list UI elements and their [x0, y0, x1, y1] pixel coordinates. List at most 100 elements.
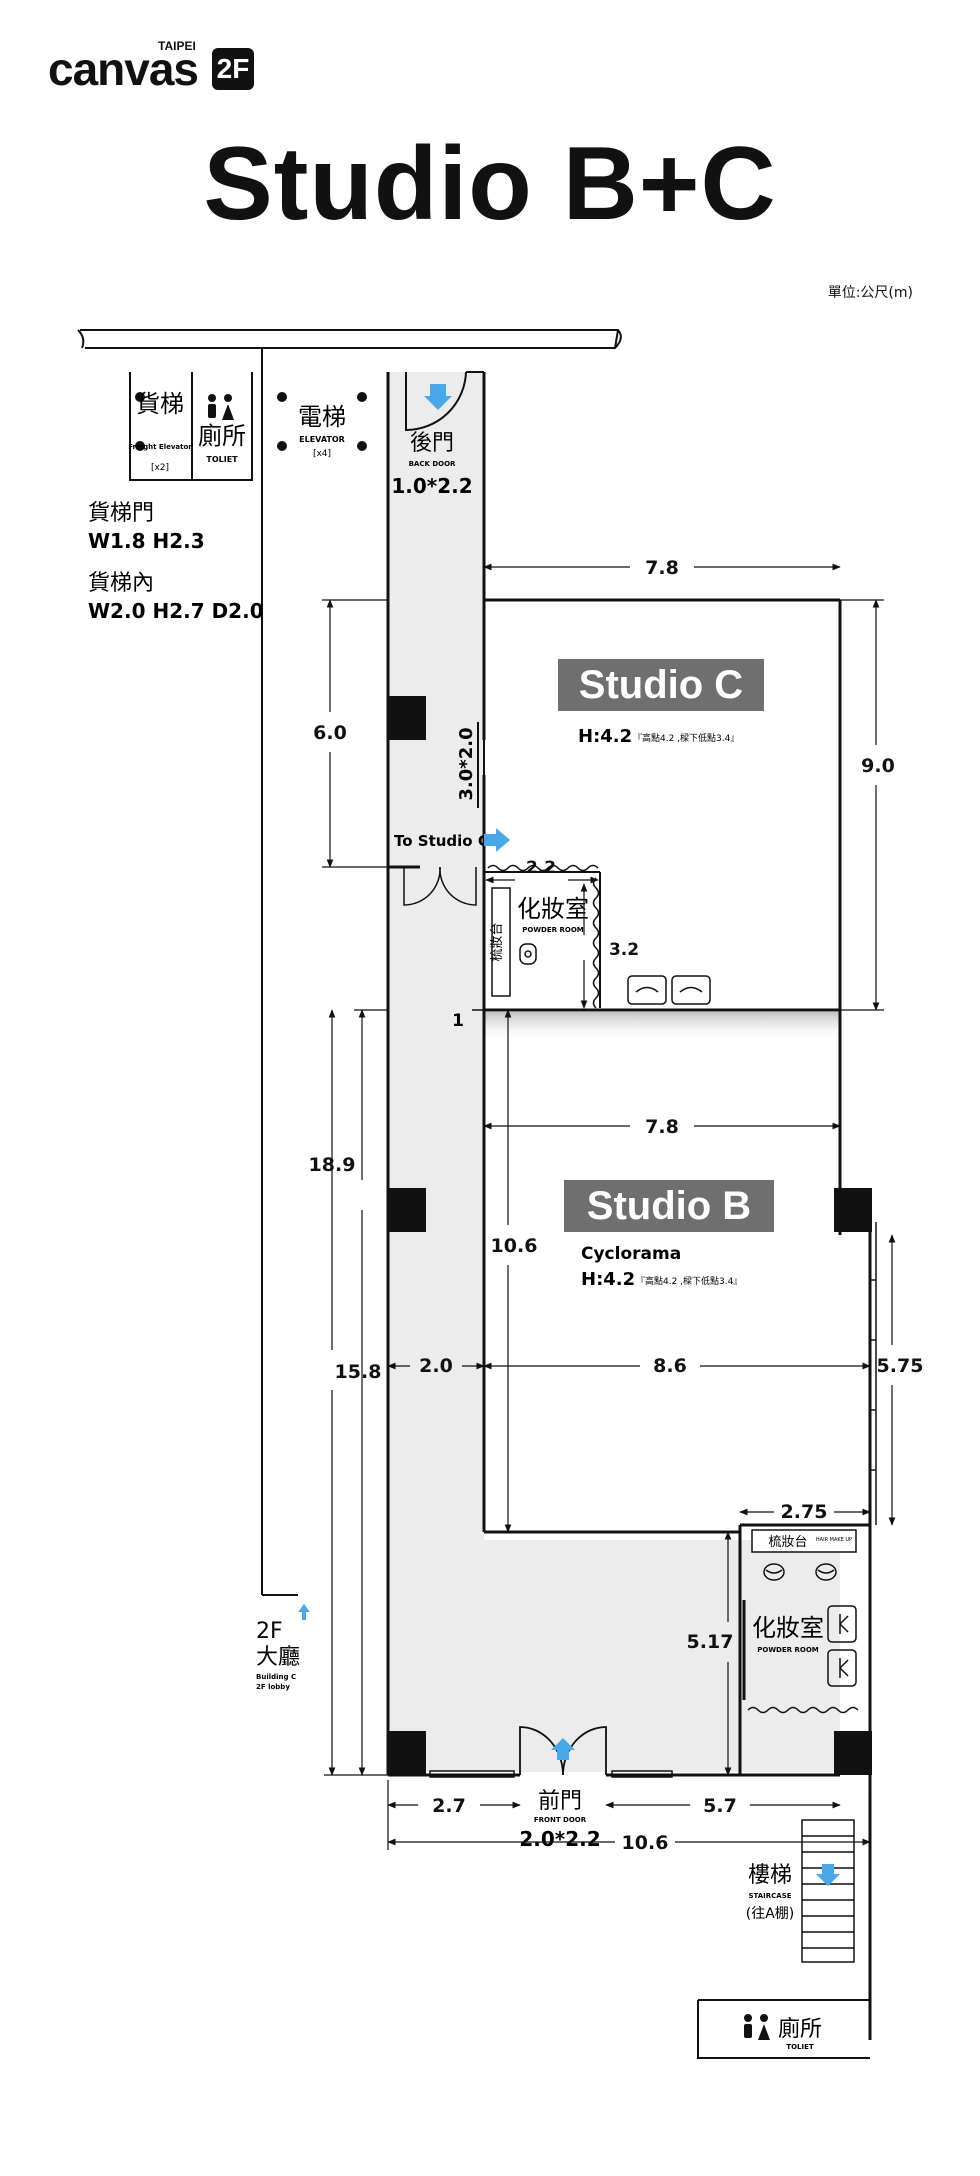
vanity-c-label: 梳妝台: [490, 922, 505, 961]
studio-b-badge: [564, 1180, 774, 1232]
powder-room-b-en: POWDER ROOM: [757, 1646, 819, 1654]
freight-inner-dims: W2.0 H2.7 D2.0: [88, 599, 264, 623]
studio-b-height-note: 『高點4.2 ,樑下低點3.4』: [636, 1275, 742, 1287]
sinks-b-icon: [827, 1605, 857, 1687]
dim-left-total: 18.9: [309, 1154, 356, 1176]
studio-c-door-size: 3.0*2.0: [456, 727, 477, 800]
elevator-label: 電梯: [298, 403, 346, 431]
curtain-b: [747, 1706, 859, 1714]
back-door-size: 1.0*2.2: [391, 474, 472, 498]
page-title: Studio B+C: [203, 126, 777, 242]
toilet-icon: [208, 394, 234, 420]
toilet-bottom-icon: [744, 2014, 770, 2040]
unit-note: 單位:公尺(m): [827, 285, 913, 301]
freight-door-label: 貨梯門: [88, 501, 154, 526]
toilet-bottom-en: TOLIET: [786, 2043, 814, 2051]
toilet-bottom: [697, 1999, 870, 2059]
dim-window: 5.75: [877, 1355, 924, 1377]
vanity-c: [491, 887, 511, 997]
staircase-note: (往A棚): [746, 1906, 795, 1922]
staircase-en: STAIRCASE: [748, 1892, 791, 1900]
dimension-lines: [322, 563, 896, 1850]
staircase[interactable]: [801, 1819, 855, 1963]
vanity-b: [751, 1529, 857, 1553]
freight-elevator-en: Freight Elevator: [128, 443, 192, 451]
back-door-arrow-icon: [424, 384, 452, 410]
dim-pr-width: 2.2: [526, 858, 556, 878]
studio-c-door[interactable]: [477, 722, 485, 808]
cyclorama-shade: [484, 1012, 840, 1042]
to-studio-c-label: To Studio C: [394, 832, 489, 850]
pillars: [388, 696, 872, 1775]
staircase-arrow-icon: [816, 1864, 840, 1886]
back-door[interactable]: [405, 371, 484, 432]
back-door-en: BACK DOOR: [409, 460, 456, 468]
brand-city: TAIPEI: [158, 39, 196, 53]
dim-b-width: 7.8: [645, 1116, 679, 1138]
lobby-label: 大廳: [256, 1645, 300, 1670]
studio-b-sub: Cyclorama: [581, 1244, 681, 1264]
dim-front-right: 5.7: [703, 1795, 737, 1817]
dim-pr-height: 3.2: [609, 940, 639, 960]
freight-elevator-block: [129, 372, 253, 481]
freight-elevator-count: [x2]: [151, 463, 169, 473]
powder-room-b-label: 化妝室: [752, 1614, 824, 1642]
studio-c-height-note: 『高點4.2 ,樑下低點3.4』: [633, 732, 739, 744]
freight-elevator-label: 貨梯: [136, 390, 184, 418]
freight-inner-label: 貨梯內: [88, 571, 154, 596]
elevator-count: [x4]: [313, 449, 331, 459]
dim-b-span: 8.6: [653, 1355, 687, 1377]
chair-icon: [519, 943, 537, 965]
dim-bottom-total: 10.6: [622, 1832, 669, 1854]
dim-b-inner: 10.6: [491, 1235, 538, 1257]
window-strip: [870, 1222, 877, 1525]
studio-b-name: Studio B: [587, 1184, 751, 1228]
dim-c-left-height: 6.0: [313, 722, 347, 744]
dim-c-width: 7.8: [645, 557, 679, 579]
studio-c-name: Studio C: [579, 663, 743, 707]
lobby-en1: Building C: [256, 1673, 296, 1681]
corridor-door[interactable]: [403, 866, 477, 906]
freight-door-dims: W1.8 H2.3: [88, 529, 205, 553]
studio-c-badge: [558, 659, 764, 711]
front-door-sills: [429, 1770, 673, 1778]
curtain-c-top: [487, 864, 599, 872]
lobby-arrow-icon: [298, 1604, 310, 1620]
dim-gap: 1: [452, 1011, 464, 1031]
dim-c-height: 9.0: [861, 755, 895, 777]
to-studio-c-arrow-icon: [484, 828, 510, 852]
sink-icon: [627, 975, 711, 1005]
dim-prb-height: 5.17: [687, 1631, 734, 1653]
elevator-en: ELEVATOR: [299, 435, 345, 444]
vanity-b-en: HAIR MAKE UP: [816, 1537, 852, 1543]
staircase-label: 樓梯: [748, 1863, 792, 1888]
studio-b-height: H:4.2: [581, 1269, 635, 1290]
dim-prb-width: 2.75: [781, 1501, 828, 1523]
lobby-floor: 2F: [256, 1619, 283, 1644]
front-door[interactable]: [519, 1726, 607, 1776]
front-door-en: FRONT DOOR: [534, 1816, 587, 1824]
dim-corridor: 2.0: [419, 1355, 453, 1377]
dim-left-b: 15.8: [335, 1361, 382, 1383]
toilet-top-en: TOLIET: [206, 455, 238, 464]
back-door-label: 後門: [410, 431, 454, 456]
powder-room-c-label: 化妝室: [517, 895, 589, 923]
vanity-b-label: 梳妝台: [768, 1535, 807, 1550]
floor-badge: 2F: [212, 48, 255, 90]
floor-area: [388, 372, 840, 1772]
chairs-b-icon: [763, 1563, 837, 1581]
studio-c-height: H:4.2: [578, 726, 632, 747]
front-door-label: 前門: [538, 1789, 582, 1814]
studio-b-floor: [484, 1010, 840, 1540]
toilet-top-label: 廁所: [198, 422, 246, 450]
front-door-size: 2.0*2.2: [519, 1827, 600, 1851]
powder-room-c: [484, 871, 601, 1008]
toilet-bottom-label: 廁所: [778, 2017, 822, 2042]
front-door-arrow-icon: [551, 1738, 575, 1760]
dim-front-left: 2.7: [432, 1795, 466, 1817]
powder-room-c-en: POWDER ROOM: [522, 926, 584, 934]
building-boundary: [77, 329, 622, 349]
